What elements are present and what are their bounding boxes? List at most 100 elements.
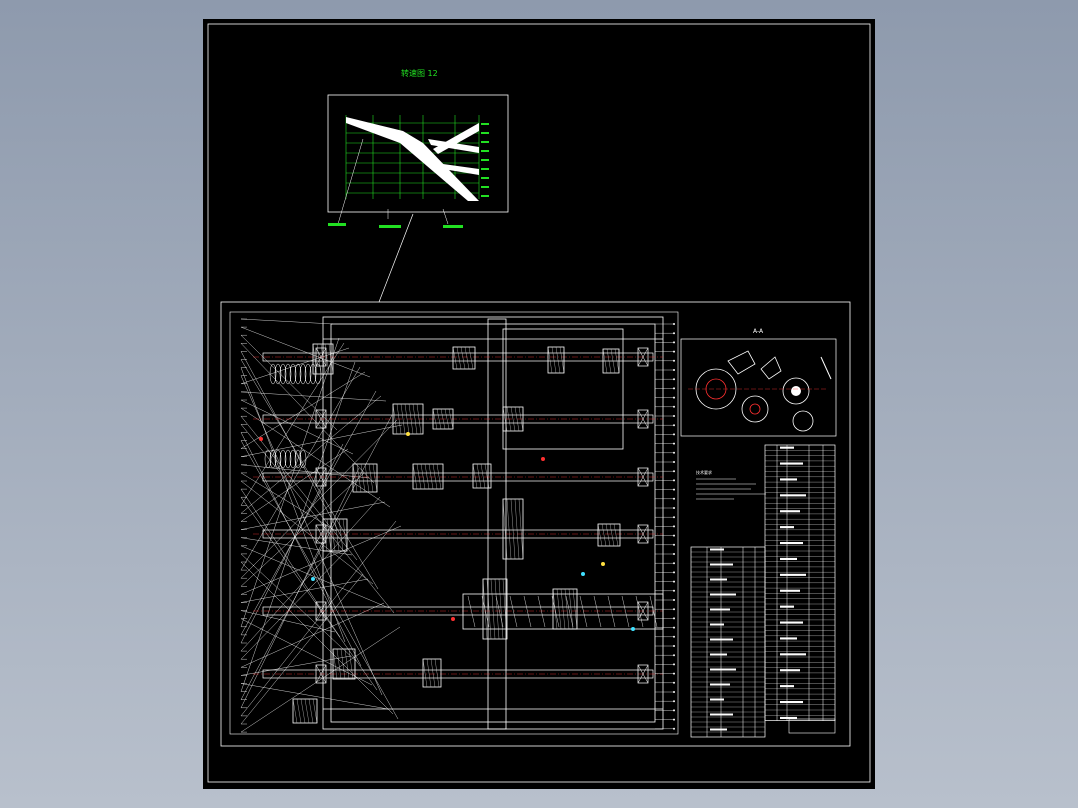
gear-hatch [456, 346, 462, 370]
gear-hatch [510, 406, 516, 432]
gear-hatch [400, 403, 406, 435]
table-cell-text [710, 713, 733, 716]
gear-hatch [484, 463, 490, 489]
spring-coil [289, 449, 297, 469]
ray-fan-main [346, 117, 479, 201]
gear-hatch [560, 588, 566, 630]
table-cell-text [710, 668, 736, 671]
gearbox-housing [322, 316, 664, 730]
balloon-leader [240, 326, 371, 378]
table-cell-text [780, 669, 800, 672]
balloon-dot [673, 516, 675, 519]
callout-tag [443, 225, 463, 228]
gear-hatch [316, 343, 322, 375]
gear-hatch [559, 346, 565, 374]
section-view-label: A-A [753, 328, 764, 335]
leader [442, 208, 449, 225]
balloon-dot [673, 562, 675, 565]
gear-14 [482, 578, 508, 640]
table-cell-text [780, 541, 803, 545]
balloon-dot [673, 700, 675, 703]
balloon-leader [240, 602, 385, 668]
balloon-dot [673, 415, 675, 417]
gear-hatch [547, 346, 553, 374]
gear-hatch [412, 463, 418, 490]
balloon-dot [673, 681, 675, 684]
cover-box [502, 328, 624, 450]
gear-hatch [472, 463, 478, 489]
balloon-leader [240, 361, 356, 692]
gear-hatch [464, 346, 470, 370]
gear-11 [502, 498, 524, 560]
leader [337, 138, 364, 225]
bearing-6 [315, 664, 327, 684]
gear-hatch [482, 578, 488, 640]
balloon-dot [673, 323, 675, 325]
balloon-dot [673, 635, 675, 638]
gear-hatch [440, 408, 446, 430]
balloon-leader [240, 395, 382, 514]
balloon-leader [240, 390, 377, 635]
speed-tick-label [481, 195, 489, 197]
balloon-leader [240, 610, 336, 633]
gear-9 [412, 463, 444, 490]
inner-frame [220, 301, 851, 747]
balloon-leader [240, 537, 353, 556]
balloon-leader [240, 342, 345, 506]
balloon-leader [240, 573, 364, 725]
balloon-leader [240, 683, 389, 710]
balloon-dot [673, 405, 675, 408]
gear-hatch [364, 463, 370, 493]
balloon-dot [673, 534, 675, 537]
balloon-dot [673, 543, 675, 546]
balloon-leader [240, 501, 386, 530]
gear-hatch [613, 523, 619, 547]
balloon-dot [673, 645, 675, 647]
notes-heading: 技术要求 [696, 469, 712, 475]
gear-hatch [514, 406, 520, 432]
balloon-leader [240, 440, 399, 720]
gear-hatch [352, 463, 358, 493]
gear-hatch [342, 518, 348, 552]
gear-hatch [308, 698, 314, 724]
spring-coil [279, 363, 287, 385]
balloon-dot [673, 359, 675, 362]
assembly-border [229, 311, 679, 735]
balloon-leader [240, 407, 391, 508]
balloon-dot [673, 663, 675, 666]
gear-7 [502, 406, 524, 432]
balloon-dot [673, 479, 675, 482]
title-block [788, 718, 836, 734]
gear-hatch [601, 523, 607, 547]
gear-hatch [304, 698, 310, 724]
gear-hatch [396, 403, 402, 435]
gear-hatch [514, 498, 520, 560]
gear-hatch [448, 408, 454, 430]
gear-hatch [404, 403, 410, 435]
bearing-7 [637, 347, 649, 367]
gear-shafts [253, 352, 664, 679]
table-cell-text [710, 608, 730, 611]
gear-hatch [408, 403, 414, 435]
gear-hatch [436, 408, 442, 430]
balloon-leader [240, 448, 349, 522]
spindle-hatch [593, 595, 602, 628]
balloon-leader [240, 351, 342, 537]
spring-coil [304, 363, 312, 385]
seal-marker [581, 572, 585, 576]
balloon-dot [673, 341, 675, 344]
balloon-leader [240, 424, 395, 614]
table-cell-text [780, 653, 806, 656]
gear-hatch [518, 498, 524, 560]
spring-coil [279, 449, 287, 469]
gear-hatch [330, 518, 336, 552]
gear-hatch [564, 588, 570, 630]
balloon-leader [240, 371, 366, 449]
speed-diagram-title: 转速图 12 [401, 68, 438, 78]
gear-hatch [392, 403, 398, 435]
balloon-leader [240, 414, 393, 700]
seal-marker [601, 562, 605, 566]
spindle-hatch [509, 595, 518, 628]
speed-tick-label [481, 132, 489, 134]
